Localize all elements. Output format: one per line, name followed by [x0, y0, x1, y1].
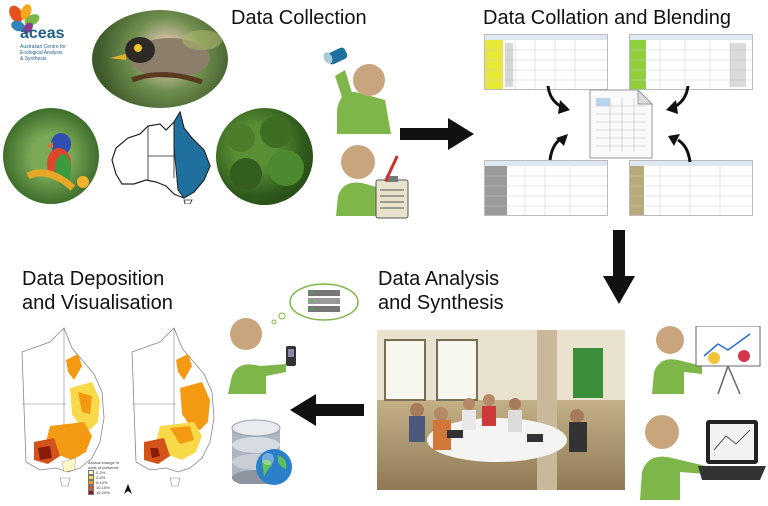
legend-swatch	[88, 470, 94, 475]
distribution-map-right	[131, 327, 215, 487]
logo-tagline-3: & Synthesis	[20, 56, 47, 62]
lorikeet-photo	[3, 108, 99, 204]
distribution-map-left	[21, 327, 105, 487]
legend-label: 5-10%	[96, 480, 108, 485]
heading-analysis-1: Data Analysis	[378, 268, 500, 290]
person-clipboard-figure	[336, 145, 409, 219]
heading-analysis-2: and Synthesis	[378, 292, 504, 314]
map-legend: Annual change in odds of presence 0-2%2-…	[88, 460, 128, 500]
meeting-photo	[377, 330, 625, 490]
logo-tagline-2: Ecological Analysis	[20, 50, 63, 56]
thought-bubble	[271, 283, 359, 325]
clipboard-icon	[375, 155, 409, 219]
arrow-to-deposition	[290, 394, 364, 426]
handheld-device-icon	[286, 346, 296, 366]
heading-data-collection: Data Collection	[231, 7, 367, 29]
person-binoculars-figure	[323, 47, 391, 134]
spreadsheet-green	[629, 34, 753, 90]
legend-label: 0-2%	[96, 470, 106, 475]
legend-item: 0-2%	[88, 470, 128, 475]
legend-label: 10-15%	[96, 485, 110, 490]
bird-photo	[92, 10, 228, 108]
person-presentation-figure	[652, 326, 761, 395]
australia-map	[111, 110, 211, 204]
binoculars-icon	[323, 47, 348, 65]
arrow-to-analysis	[603, 230, 635, 304]
globe-icon	[256, 449, 292, 485]
legend-label: 15-20%	[96, 490, 110, 495]
heading-data-collation: Data Collation and Blending	[483, 7, 731, 29]
spreadsheet-olive	[629, 160, 753, 216]
logo-name: aceas	[20, 25, 65, 42]
server-icon	[308, 290, 340, 312]
laptop-icon	[698, 420, 766, 480]
legend-title-1: Annual change in	[88, 460, 119, 465]
spreadsheet-yellow	[484, 34, 608, 90]
spreadsheet-icon	[589, 88, 654, 159]
heading-deposition-1: Data Deposition	[22, 268, 165, 290]
leaf-logo-icon	[9, 4, 40, 34]
spreadsheet-gray	[484, 160, 608, 216]
north-arrow-icon	[124, 484, 132, 494]
heading-deposition-2: and Visualisation	[22, 292, 173, 314]
person-laptop-figure	[640, 415, 766, 500]
arrow-to-collation	[400, 118, 474, 150]
legend-item: 10-15%	[88, 485, 128, 490]
aceas-logo: aceas Australian Centre for Ecological A…	[6, 4, 86, 64]
legend-swatch	[88, 475, 94, 480]
person-handheld-figure	[228, 318, 296, 394]
legend-title-2: odds of presence	[88, 465, 119, 470]
rainforest-photo	[216, 108, 313, 205]
legend-item: 5-10%	[88, 480, 128, 485]
logo-tagline-1: Australian Centre for	[20, 44, 66, 50]
legend-swatch	[88, 485, 94, 490]
legend-swatch	[88, 490, 94, 495]
presentation-board-icon	[695, 326, 761, 395]
merge-arrows	[546, 85, 692, 163]
legend-label: 2-5%	[96, 475, 106, 480]
legend-item: 2-5%	[88, 475, 128, 480]
legend-item: 15-20%	[88, 490, 128, 495]
legend-swatch	[88, 480, 94, 485]
